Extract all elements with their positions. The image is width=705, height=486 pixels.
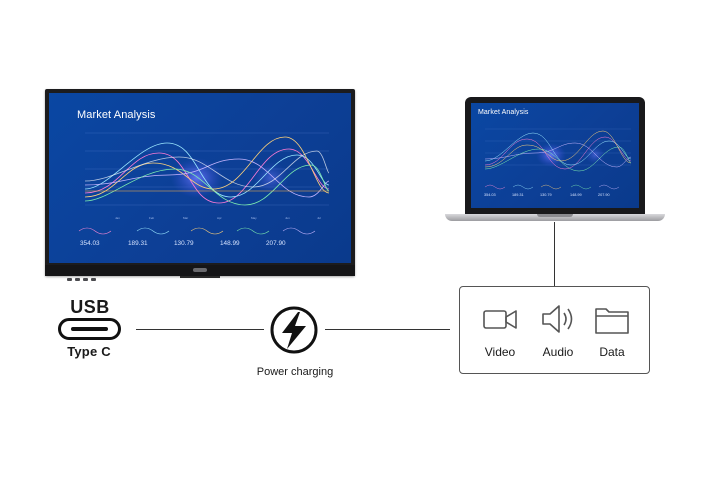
features-box: Video Audio Data: [459, 286, 650, 374]
display-stand: [180, 276, 220, 278]
svg-text:Jul: Jul: [317, 216, 321, 220]
usb-c-port-icon: [58, 318, 121, 340]
display-buttons: [67, 268, 127, 281]
lightning-bolt-icon: [270, 306, 318, 354]
display-chart: Jan Feb Mar Apr May Jun Jul: [78, 132, 330, 235]
power-to-features-line: [325, 329, 450, 330]
svg-text:Jun: Jun: [285, 216, 290, 220]
laptop-notch: [537, 214, 573, 217]
display-stat: 189.31: [128, 240, 148, 247]
laptop-stat: 130.79: [540, 193, 552, 197]
laptop-stat: 148.99: [570, 193, 582, 197]
svg-text:Mar: Mar: [183, 216, 188, 220]
display-stat: 148.99: [220, 240, 240, 247]
type-c-label: Type C: [67, 344, 111, 359]
laptop-screen: Market Analysis: [471, 103, 639, 208]
feature-audio: Audio: [536, 299, 580, 359]
interactive-display: Market Analysis: [45, 89, 355, 281]
feature-label: Audio: [542, 345, 574, 359]
laptop: Market Analysis: [465, 97, 645, 214]
display-screen: Market Analysis: [49, 93, 351, 263]
folder-icon: [595, 308, 629, 334]
speaker-icon: [542, 305, 573, 333]
feature-data: Data: [590, 299, 634, 359]
laptop-stat: 354.03: [484, 193, 496, 197]
svg-text:May: May: [251, 216, 257, 220]
laptop-stat: 189.31: [512, 193, 524, 197]
video-camera-icon: [483, 310, 517, 329]
svg-text:Feb: Feb: [149, 216, 155, 220]
feature-label: Data: [599, 345, 625, 359]
laptop-connector-line: [554, 222, 555, 287]
laptop-screen-title: Market Analysis: [478, 109, 529, 116]
display-stat: 354.03: [80, 240, 100, 247]
usb-to-power-line: [136, 329, 264, 330]
display-stat: 130.79: [174, 240, 194, 247]
display-screen-title: Market Analysis: [77, 109, 156, 121]
display-logo: [193, 268, 207, 272]
svg-text:Apr: Apr: [217, 216, 222, 220]
laptop-stat: 207.90: [598, 193, 610, 197]
svg-text:Jan: Jan: [115, 216, 120, 220]
laptop-base: [445, 214, 665, 221]
display-stat: 207.90: [266, 240, 286, 247]
feature-video: Video: [478, 299, 522, 359]
power-charging-label: Power charging: [256, 366, 334, 378]
feature-label: Video: [484, 345, 516, 359]
laptop-chart: [484, 128, 632, 190]
usb-label: USB: [70, 297, 110, 317]
